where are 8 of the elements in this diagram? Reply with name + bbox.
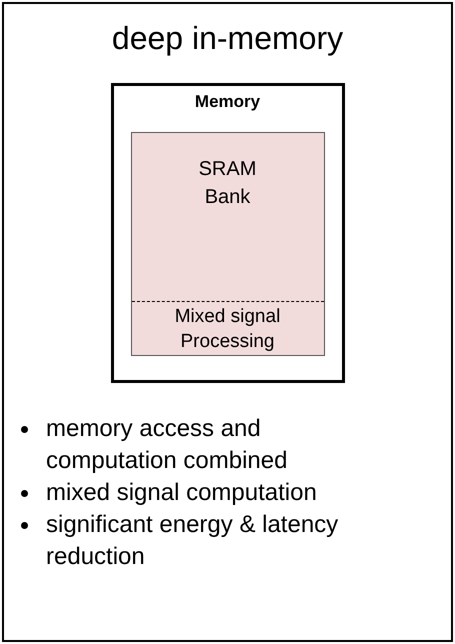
sram-bank-block (130, 132, 324, 356)
box-title: Memory (194, 92, 260, 112)
bullet-text: mixed signal computation (46, 478, 318, 508)
bullet-text: significant energy & latency reduction (46, 510, 340, 572)
memory-box (110, 83, 344, 383)
panel-title: deep in-memory (112, 19, 344, 58)
block-text: Mixed signal Processing (132, 301, 324, 354)
block-text: SRAM Bank (198, 157, 258, 210)
